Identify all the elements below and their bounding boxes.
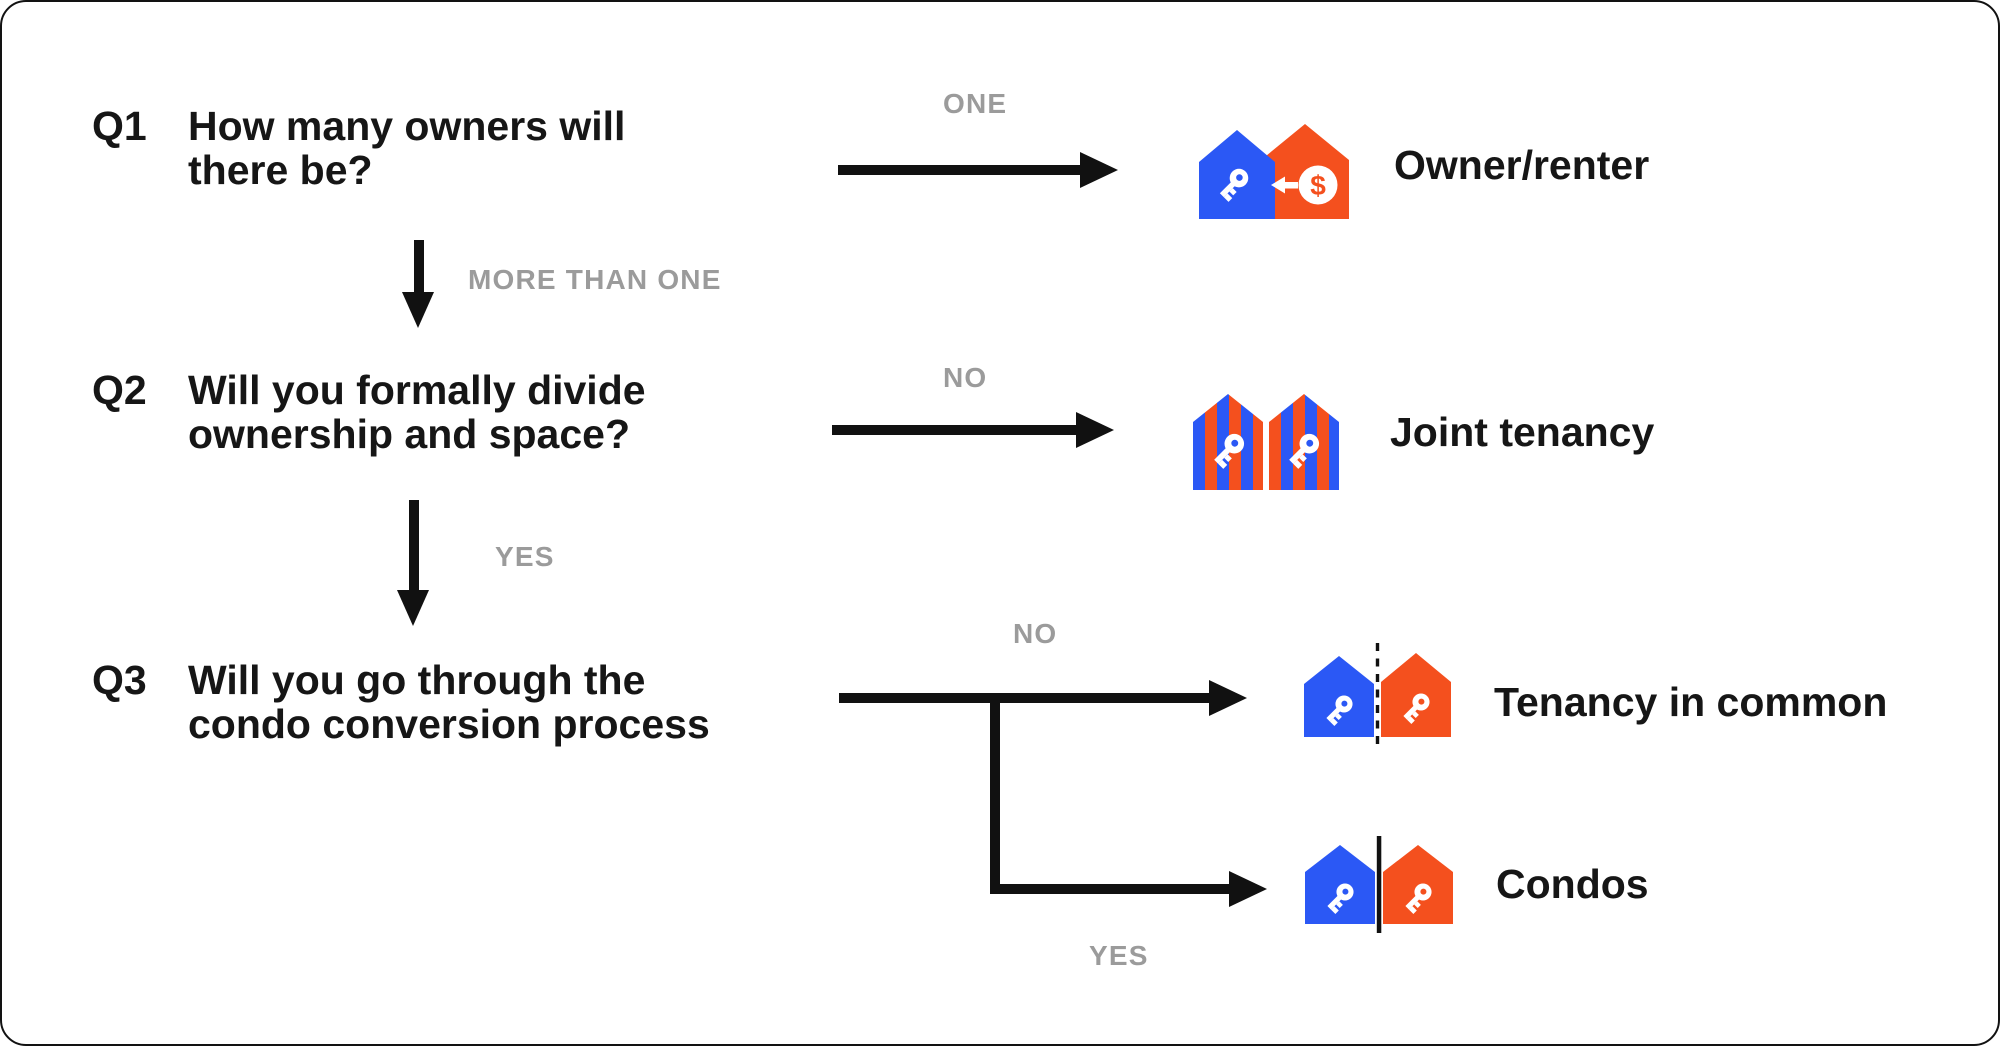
question-1: Q1 How many owners will there be?: [92, 104, 625, 192]
tenancy-in-common-houses-icon: [1304, 643, 1451, 750]
arrow-head-down-icon: [397, 590, 429, 626]
question-3: Q3 Will you go through the condo convers…: [92, 658, 710, 746]
arrow-head-right-icon: [1080, 152, 1118, 188]
question-1-line1: How many owners will: [188, 103, 626, 149]
arrow-shaft: [409, 500, 419, 590]
arrow-head-right-icon: [1229, 871, 1267, 907]
question-2-id: Q2: [92, 367, 147, 413]
question-1-line2: there be?: [188, 147, 373, 193]
question-3-line2: condo conversion process: [188, 701, 710, 747]
outcome-condos: Condos: [1496, 861, 1649, 907]
arrow-shaft: [832, 425, 1076, 435]
edge-label-yes-q3: YES: [1089, 940, 1149, 971]
edge-label-one: ONE: [943, 88, 1008, 119]
outcome-tenancy-in-common: Tenancy in common: [1494, 679, 1888, 725]
arrow-head-down-icon: [402, 292, 434, 328]
question-2: Q2 Will you formally divide ownership an…: [92, 368, 646, 456]
question-3-id: Q3: [92, 657, 147, 703]
edge-label-yes-q2: YES: [495, 541, 555, 572]
outcome-joint-tenancy: Joint tenancy: [1390, 409, 1655, 455]
question-3-line1: Will you go through the: [188, 657, 646, 703]
owner-renter-houses-icon: $: [1199, 124, 1349, 219]
condos-houses-icon: [1305, 836, 1453, 933]
edge-label-no-q3: NO: [1013, 618, 1058, 649]
arrow-shaft: [990, 884, 1229, 894]
edge-label-more-than-one: MORE THAN ONE: [468, 264, 722, 295]
edge-label-no-q2: NO: [943, 362, 988, 393]
arrow-shaft: [990, 701, 1000, 894]
question-1-text: How many owners will there be?: [188, 104, 625, 192]
joint-tenancy-striped-houses-icon: [1193, 394, 1339, 490]
arrow-head-right-icon: [1209, 680, 1247, 716]
question-2-line2: ownership and space?: [188, 411, 630, 457]
arrow-shaft: [414, 240, 424, 292]
dollar-icon: $: [1310, 170, 1326, 201]
solid-divider-icon: [1376, 836, 1382, 933]
arrow-shaft: [839, 693, 1209, 703]
outcome-owner-renter: Owner/renter: [1394, 142, 1650, 188]
question-1-id: Q1: [92, 103, 147, 149]
arrow-head-right-icon: [1076, 412, 1114, 448]
arrow-shaft: [838, 165, 1082, 175]
question-2-line1: Will you formally divide: [188, 367, 646, 413]
question-2-text: Will you formally divide ownership and s…: [188, 368, 646, 456]
question-3-text: Will you go through the condo conversion…: [188, 658, 710, 746]
